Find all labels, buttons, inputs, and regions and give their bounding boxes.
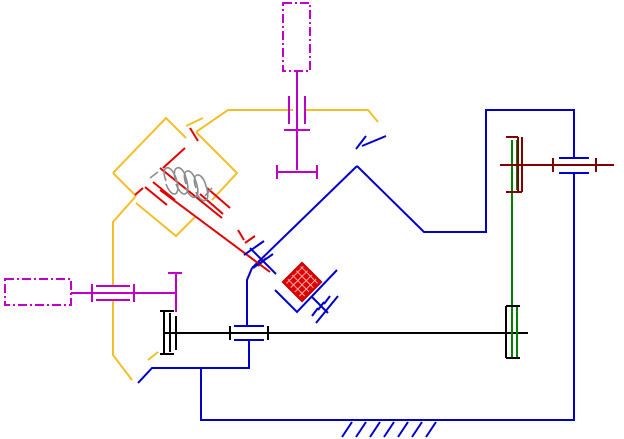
magenta-left-shaft <box>4 272 182 312</box>
maroon-upper-shaft <box>500 136 614 193</box>
rod-coupling <box>243 240 277 275</box>
magenta-upper-shaft <box>276 2 318 179</box>
brake-pad-icon <box>274 261 339 324</box>
black-main-shaft <box>160 310 528 355</box>
spring-icon <box>149 167 213 202</box>
yellow-housing <box>112 109 379 381</box>
bearing-icon <box>234 325 264 341</box>
ground-hatch-icon <box>340 419 440 438</box>
